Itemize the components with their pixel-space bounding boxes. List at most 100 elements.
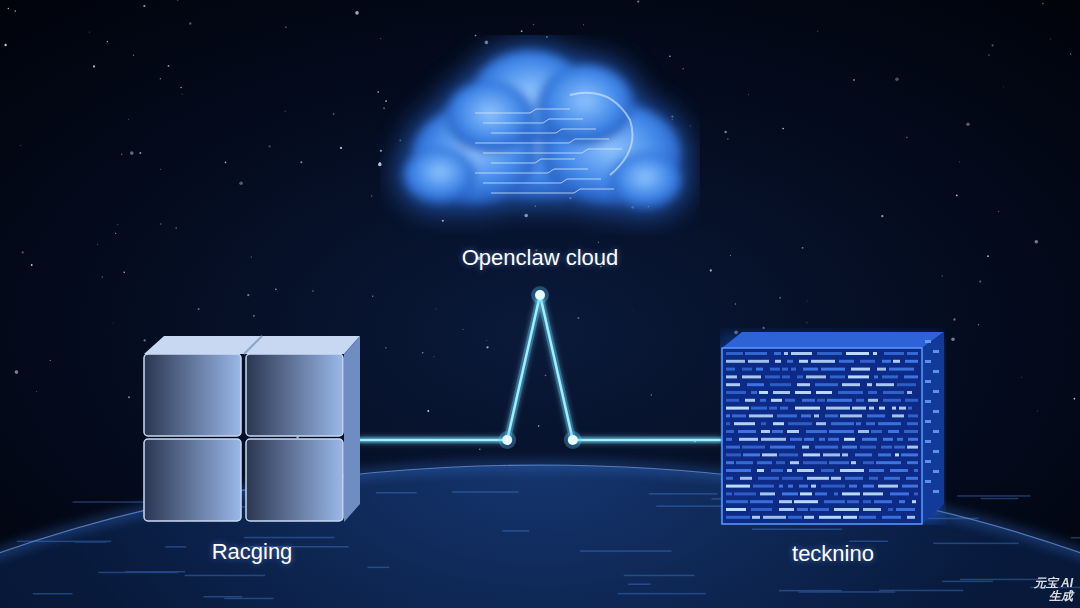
star	[276, 290, 278, 292]
star	[998, 211, 1000, 213]
surface-streak	[957, 495, 1030, 497]
surface-streak	[452, 491, 519, 493]
star	[1042, 3, 1044, 5]
star	[538, 425, 540, 427]
star	[355, 11, 359, 15]
star	[959, 161, 960, 162]
junction-dot	[535, 290, 545, 300]
star	[1021, 376, 1023, 378]
star	[979, 281, 981, 283]
star	[198, 308, 200, 310]
star	[4, 44, 6, 46]
surface-streak	[960, 579, 1041, 581]
star	[735, 303, 736, 304]
cloud-node: Openclaw cloud	[380, 35, 700, 271]
star	[583, 24, 584, 25]
star	[225, 161, 227, 163]
star	[651, 394, 652, 395]
star	[475, 35, 477, 37]
connector-glow	[358, 295, 722, 440]
surface-streak	[165, 546, 186, 548]
star	[112, 322, 114, 324]
surface-streak	[244, 537, 335, 539]
star	[275, 288, 277, 290]
star	[1049, 38, 1051, 40]
star	[380, 38, 381, 39]
surface-streak	[185, 575, 265, 577]
star	[988, 54, 990, 56]
connector-line	[358, 295, 722, 440]
star	[128, 118, 130, 120]
star	[427, 410, 429, 412]
star	[144, 339, 146, 341]
surface-streak	[624, 575, 695, 577]
star	[93, 65, 95, 67]
surface-streak	[879, 590, 963, 592]
surface-streak	[981, 498, 1019, 500]
star	[748, 94, 750, 96]
star	[97, 243, 99, 245]
star	[285, 111, 286, 112]
watermark: 元宝 AI生成	[1029, 577, 1073, 603]
star	[378, 163, 382, 167]
surface-streak	[752, 529, 842, 531]
star	[189, 22, 191, 24]
surface-streak	[649, 493, 718, 495]
star	[951, 338, 955, 342]
star	[133, 55, 134, 56]
star	[533, 24, 535, 26]
star	[139, 152, 141, 154]
star	[953, 318, 955, 320]
star	[180, 87, 181, 88]
star	[727, 138, 728, 139]
cube-illustration	[140, 330, 364, 525]
node-label: tecknino	[792, 541, 874, 567]
surface-streak	[367, 567, 389, 569]
star	[521, 30, 523, 32]
star	[782, 128, 784, 130]
junction-dot	[568, 435, 578, 445]
star	[31, 264, 33, 266]
junction-glow	[498, 431, 516, 449]
star	[486, 340, 488, 342]
surface-streak	[580, 550, 671, 552]
surface-streak	[779, 590, 842, 592]
star	[160, 169, 161, 170]
cube-node: tecknino	[720, 328, 946, 567]
star	[806, 322, 808, 324]
star	[802, 247, 804, 249]
surface-streak	[203, 596, 242, 598]
star	[36, 391, 37, 392]
star	[462, 328, 464, 330]
star	[956, 194, 958, 196]
star	[942, 276, 943, 277]
star	[545, 374, 547, 376]
star	[436, 308, 437, 309]
star	[546, 36, 548, 38]
star	[806, 300, 808, 302]
star	[399, 140, 401, 142]
surface-streak	[933, 543, 1019, 545]
star	[853, 79, 855, 81]
star	[577, 317, 579, 319]
star	[20, 145, 22, 147]
star	[524, 214, 528, 218]
cube-illustration	[720, 328, 946, 525]
star	[14, 10, 16, 12]
node-label: Racging	[212, 539, 293, 565]
star	[371, 195, 373, 197]
star	[479, 448, 480, 449]
star	[340, 147, 342, 149]
star	[385, 100, 387, 102]
star	[992, 44, 994, 46]
star	[632, 310, 634, 312]
star	[966, 123, 970, 127]
star	[300, 161, 302, 163]
star	[881, 215, 883, 217]
star	[380, 150, 382, 152]
star	[379, 162, 381, 164]
star	[895, 78, 899, 82]
surface-streak	[17, 541, 111, 543]
star	[383, 107, 385, 109]
star	[1003, 86, 1005, 88]
